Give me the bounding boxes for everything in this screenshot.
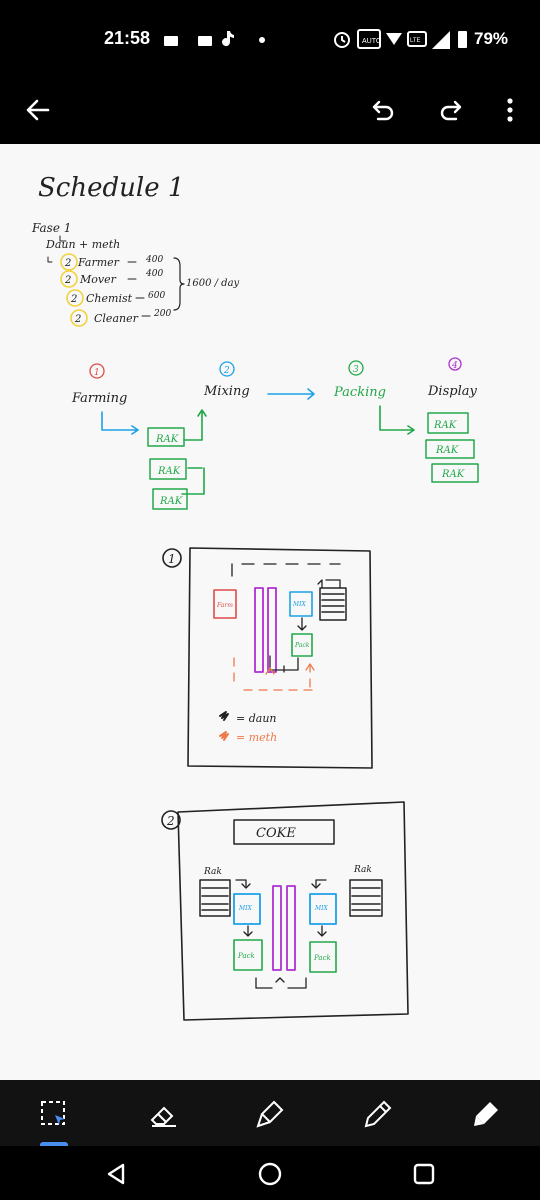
flow-step-label: Display: [427, 384, 477, 399]
flow-step-label: Farming: [71, 391, 127, 406]
rak-box: RAK: [431, 463, 479, 483]
mix-label: MIX: [292, 601, 307, 608]
flow-step-number: 2: [223, 366, 230, 376]
eraser-icon[interactable]: [144, 1094, 184, 1134]
undo-icon[interactable]: [360, 86, 408, 134]
role-value: 600: [148, 291, 165, 301]
daily-total: 1600 / day: [186, 278, 240, 289]
flow-step-number: 3: [353, 365, 359, 375]
more-vertical-icon[interactable]: [486, 86, 534, 134]
rak-label: RAK: [159, 496, 183, 507]
rak-label: RAK: [441, 469, 465, 480]
rak-box: RAK: [149, 458, 187, 480]
top-toolbar: [0, 78, 540, 144]
role-count: 2: [74, 314, 81, 325]
role-count: 2: [64, 258, 71, 269]
legend-meth: = meth: [236, 731, 277, 744]
nav-home-icon[interactable]: [248, 1152, 292, 1196]
rak-box: RAK: [152, 488, 188, 510]
sketch-title: Schedule 1: [38, 173, 184, 203]
pack-label: Pack: [294, 642, 310, 649]
role-name: Cleaner: [94, 312, 139, 325]
lasso-select-icon[interactable]: [34, 1094, 74, 1134]
rak-left-label: Rak: [203, 867, 222, 877]
rak-box: RAK: [427, 412, 469, 434]
battery-percent: 79%: [474, 29, 509, 48]
notification-icons: [158, 28, 268, 54]
flow-step-packing: 3 Packing: [333, 360, 386, 400]
system-nav-bar: [0, 1146, 540, 1200]
flow-arrow: [101, 411, 139, 435]
mix-label: MIX: [238, 905, 253, 912]
svg-text:AUTO: AUTO: [362, 38, 382, 45]
rak-label: RAK: [157, 466, 181, 477]
rak-box: RAK: [147, 427, 185, 447]
drawing-canvas[interactable]: Schedule 1 Fase 1 Daun + meth 2 Farmer 4…: [0, 144, 540, 1080]
farm-label: Farm: [216, 602, 233, 609]
role-name: Chemist: [86, 292, 133, 305]
role-count: 2: [64, 275, 71, 286]
role-list: 2 Farmer 400 2 Mover 400 2 Chemist 600 2…: [60, 253, 171, 327]
rak-label: RAK: [155, 434, 179, 445]
role-name: Mover: [79, 273, 117, 286]
system-icons: AUTO LTE: [332, 27, 472, 55]
nav-recents-icon[interactable]: [402, 1152, 446, 1196]
flow-arrow: [181, 409, 207, 495]
back-arrow-icon[interactable]: [14, 86, 62, 134]
floor-plan-2: 2 COKE Rak Rak MIX MIX Pack: [161, 801, 409, 1021]
rak-label: RAK: [435, 445, 459, 456]
rak-box: RAK: [425, 439, 475, 459]
role-value: 400: [145, 255, 163, 265]
active-tool-indicator: [40, 1142, 68, 1146]
mix-label: MIX: [314, 905, 329, 912]
flow-arrow: [267, 388, 315, 400]
pack-label: Pack: [237, 952, 255, 960]
role-name: Farmer: [77, 256, 120, 269]
svg-text:LTE: LTE: [410, 38, 421, 44]
marker-icon[interactable]: [466, 1094, 506, 1134]
plan-number: 1: [168, 552, 176, 566]
flow-step-mixing: 2 Mixing: [203, 361, 250, 399]
flow-arrow: [379, 405, 415, 435]
rak-label: RAK: [433, 420, 457, 431]
role-count: 2: [70, 294, 77, 305]
pen-icon[interactable]: [358, 1094, 398, 1134]
status-time: 21:58: [104, 28, 151, 48]
rak-right-label: Rak: [353, 865, 372, 875]
phase-label: Fase 1: [31, 221, 71, 235]
status-bar: 21:58 AUTO LTE 79%: [0, 0, 540, 78]
sign-label: COKE: [256, 826, 296, 841]
phase-sub-label: Daun + meth: [45, 238, 120, 251]
legend-daun: = daun: [236, 712, 276, 725]
highlighter-icon[interactable]: [250, 1094, 290, 1134]
flow-step-number: 1: [94, 368, 100, 378]
flow-step-number: 4: [451, 361, 458, 371]
flow-step-label: Packing: [333, 385, 386, 400]
floor-plan-1: 1 Farm MIX Pack = daun: [162, 547, 373, 769]
role-value: 400: [145, 269, 163, 279]
flow-step-display: 4 Display: [427, 357, 477, 399]
nav-back-icon[interactable]: [94, 1152, 138, 1196]
flow-step-label: Mixing: [203, 384, 250, 399]
drawing-tools-bar: [0, 1080, 540, 1146]
flow-step-farming: 1 Farming: [71, 363, 127, 406]
redo-icon[interactable]: [426, 86, 474, 134]
role-value: 200: [153, 309, 171, 319]
pack-label: Pack: [313, 954, 331, 962]
plan-number: 2: [166, 814, 175, 828]
